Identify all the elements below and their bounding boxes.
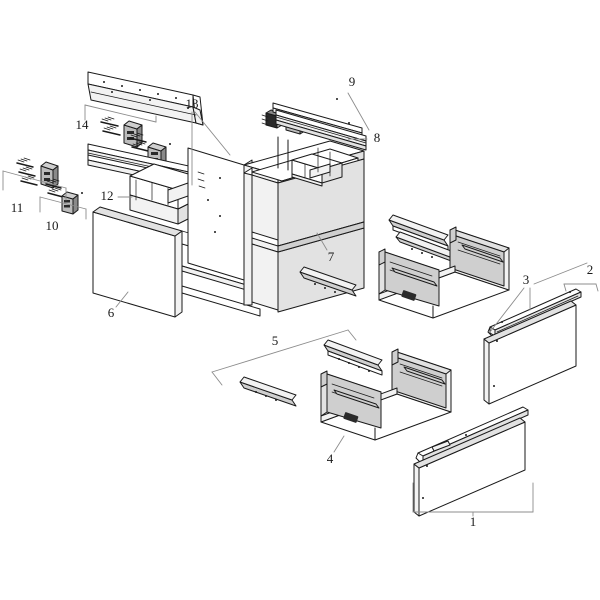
callout-11: 11 [2, 170, 67, 215]
callout-label-6: 6 [108, 305, 115, 320]
callout-label-7: 7 [328, 249, 335, 264]
part-lower-drawer-clip [431, 440, 451, 452]
part-upper-drawer-trim-profile [487, 288, 582, 337]
callout-label-8: 8 [374, 130, 381, 145]
part-cabinet-side-panel [92, 206, 183, 318]
callout-2: 2 [563, 262, 599, 292]
callout-6: 6 [108, 291, 129, 320]
callout-label-1: 1 [470, 514, 477, 529]
callout-13: 13 [186, 96, 231, 186]
part-lower-drawer-front-panel [413, 417, 526, 517]
callout-3: 3 [489, 262, 588, 333]
callout-8: 8 [347, 130, 381, 145]
callout-label-13: 13 [186, 96, 199, 111]
part-upper-drawer-front-panel [483, 300, 577, 405]
part-mid-runner-bar [299, 266, 357, 297]
callout-5: 5 [211, 329, 357, 386]
callout-12: 12 [101, 188, 133, 203]
callout-label-4: 4 [327, 451, 334, 466]
callout-label-12: 12 [101, 188, 114, 203]
part-lower-drawer-runner-a [323, 339, 383, 376]
part-bracket-set-small [45, 178, 83, 215]
part-cabinet-carcass [187, 136, 365, 313]
callout-10: 10 [39, 196, 87, 233]
callout-label-11: 11 [11, 200, 24, 215]
callout-label-5: 5 [272, 333, 279, 348]
callout-1: 1 [412, 482, 534, 529]
callout-label-9: 9 [349, 74, 356, 89]
callout-14: 14 [76, 104, 157, 132]
part-lower-drawer-runner-b [239, 376, 297, 407]
part-bracket-set-large [16, 157, 59, 189]
part-lower-drawer-box [320, 348, 452, 441]
part-upper-drawer-runner-b [395, 231, 455, 263]
callout-label-3: 3 [523, 272, 530, 287]
callout-label-2: 2 [587, 262, 594, 277]
part-top-rail-profile [275, 109, 367, 151]
callout-7: 7 [316, 232, 335, 264]
callout-label-14: 14 [76, 117, 90, 132]
callout-9: 9 [347, 74, 370, 131]
callout-label-10: 10 [46, 218, 59, 233]
part-back-panel-rail [87, 71, 204, 126]
part-upper-drawer-box [378, 226, 510, 319]
callout-4: 4 [327, 435, 345, 466]
